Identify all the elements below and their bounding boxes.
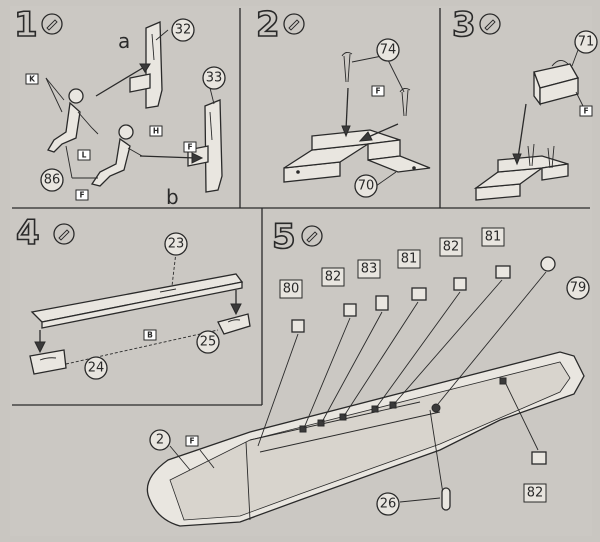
tag-k: K xyxy=(25,73,39,85)
leader-lines xyxy=(169,271,547,503)
svg-text:70: 70 xyxy=(358,179,375,194)
glue-tube-icon xyxy=(479,13,501,35)
svg-text:33: 33 xyxy=(206,71,223,86)
svg-text:2: 2 xyxy=(156,433,164,448)
tag-f: F xyxy=(371,85,385,97)
callout-2: 2 xyxy=(149,429,171,451)
svg-text:F: F xyxy=(79,191,84,200)
step-number: 1 xyxy=(14,5,38,45)
svg-text:83: 83 xyxy=(361,262,378,277)
window-holes xyxy=(299,377,507,433)
step-number: 3 xyxy=(452,5,476,45)
tag-f: F xyxy=(183,141,197,153)
callout-82-c: 82 xyxy=(523,483,547,503)
svg-text:80: 80 xyxy=(283,282,300,297)
fuselage-half xyxy=(146,351,585,527)
callout-83: 83 xyxy=(357,259,381,279)
svg-text:L: L xyxy=(82,151,87,160)
step-number: 2 xyxy=(256,5,280,45)
pilot-figure-1 xyxy=(47,88,99,153)
glue-tube-icon xyxy=(41,13,63,35)
callout-33: 33 xyxy=(202,66,226,90)
callout-24: 24 xyxy=(84,356,108,380)
svg-text:25: 25 xyxy=(200,335,217,350)
svg-text:F: F xyxy=(187,143,192,152)
glue-tube-icon xyxy=(53,223,75,245)
callout-79: 79 xyxy=(566,276,590,300)
step-number: 5 xyxy=(272,217,296,257)
callout-25: 25 xyxy=(196,330,220,354)
callout-71: 71 xyxy=(574,30,598,54)
callout-80: 80 xyxy=(279,279,303,299)
svg-text:82: 82 xyxy=(443,240,460,255)
svg-text:K: K xyxy=(29,75,36,84)
step-2: 2 74 70 xyxy=(255,4,431,198)
svg-text:F: F xyxy=(189,437,194,446)
svg-text:81: 81 xyxy=(485,230,502,245)
step-3: 3 71 F xyxy=(451,4,598,201)
step-number: 4 xyxy=(16,213,40,253)
callout-82-b: 82 xyxy=(439,237,463,257)
deck-part-23 xyxy=(30,273,244,329)
svg-text:B: B xyxy=(147,331,153,340)
bulkhead-24 xyxy=(29,349,67,375)
step-5: 5 xyxy=(146,216,590,527)
tag-f: F xyxy=(579,105,593,117)
callout-81-b: 81 xyxy=(481,227,505,247)
svg-text:82: 82 xyxy=(325,270,342,285)
callout-70: 70 xyxy=(354,174,378,198)
floor-part-70 xyxy=(283,129,431,183)
svg-text:86: 86 xyxy=(44,173,61,188)
callout-74: 74 xyxy=(376,38,400,62)
variant-label-a: a xyxy=(118,29,130,53)
svg-text:82: 82 xyxy=(527,486,544,501)
callout-23: 23 xyxy=(164,232,188,256)
svg-text:23: 23 xyxy=(168,237,185,252)
pedals-74 xyxy=(341,51,411,117)
svg-text:F: F xyxy=(583,107,588,116)
callout-82: 82 xyxy=(321,267,345,287)
svg-text:71: 71 xyxy=(578,35,595,50)
tag-b: B xyxy=(143,329,157,341)
svg-text:81: 81 xyxy=(401,252,418,267)
seat-a xyxy=(129,21,163,109)
callout-86: 86 xyxy=(40,168,64,192)
tag-f: F xyxy=(185,435,199,447)
step-1: 1 xyxy=(13,4,226,209)
tag-h: H xyxy=(149,125,163,137)
svg-text:F: F xyxy=(375,87,380,96)
svg-text:74: 74 xyxy=(380,43,397,58)
glue-tube-icon xyxy=(301,225,323,247)
tag-l: L xyxy=(77,149,91,161)
callout-32: 32 xyxy=(171,18,195,42)
svg-text:79: 79 xyxy=(570,281,587,296)
callout-81: 81 xyxy=(397,249,421,269)
panel-borders xyxy=(12,8,590,406)
pilot-figure-2 xyxy=(90,124,143,187)
variant-label-b: b xyxy=(166,185,179,209)
step-4: 4 23 25 xyxy=(15,212,251,380)
panel-part-71 xyxy=(533,60,579,106)
tag-f-2: F xyxy=(75,189,89,201)
svg-text:24: 24 xyxy=(88,361,105,376)
svg-text:26: 26 xyxy=(380,497,397,512)
svg-text:H: H xyxy=(153,127,159,136)
glue-tube-icon xyxy=(283,13,305,35)
callout-26: 26 xyxy=(376,492,400,516)
bulkhead-25 xyxy=(217,313,251,335)
window-parts xyxy=(291,256,556,511)
svg-text:32: 32 xyxy=(175,23,192,38)
